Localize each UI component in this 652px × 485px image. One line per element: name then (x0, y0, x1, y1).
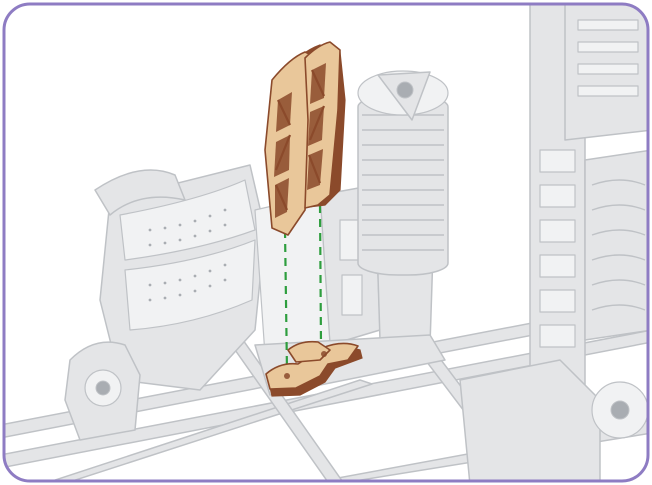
gear-housing-axle (96, 381, 110, 395)
base-piece-hole-right (321, 351, 327, 357)
base-piece-hole-left (284, 373, 290, 379)
left-gear-housing (65, 342, 140, 440)
spool-hub (397, 82, 413, 98)
spool-body (358, 95, 448, 275)
column-window-lower (342, 275, 362, 315)
tower-right-panel (585, 150, 652, 340)
base-block (460, 360, 600, 485)
base-gear-hub (611, 401, 629, 419)
stacked-disc-spool (358, 71, 448, 275)
